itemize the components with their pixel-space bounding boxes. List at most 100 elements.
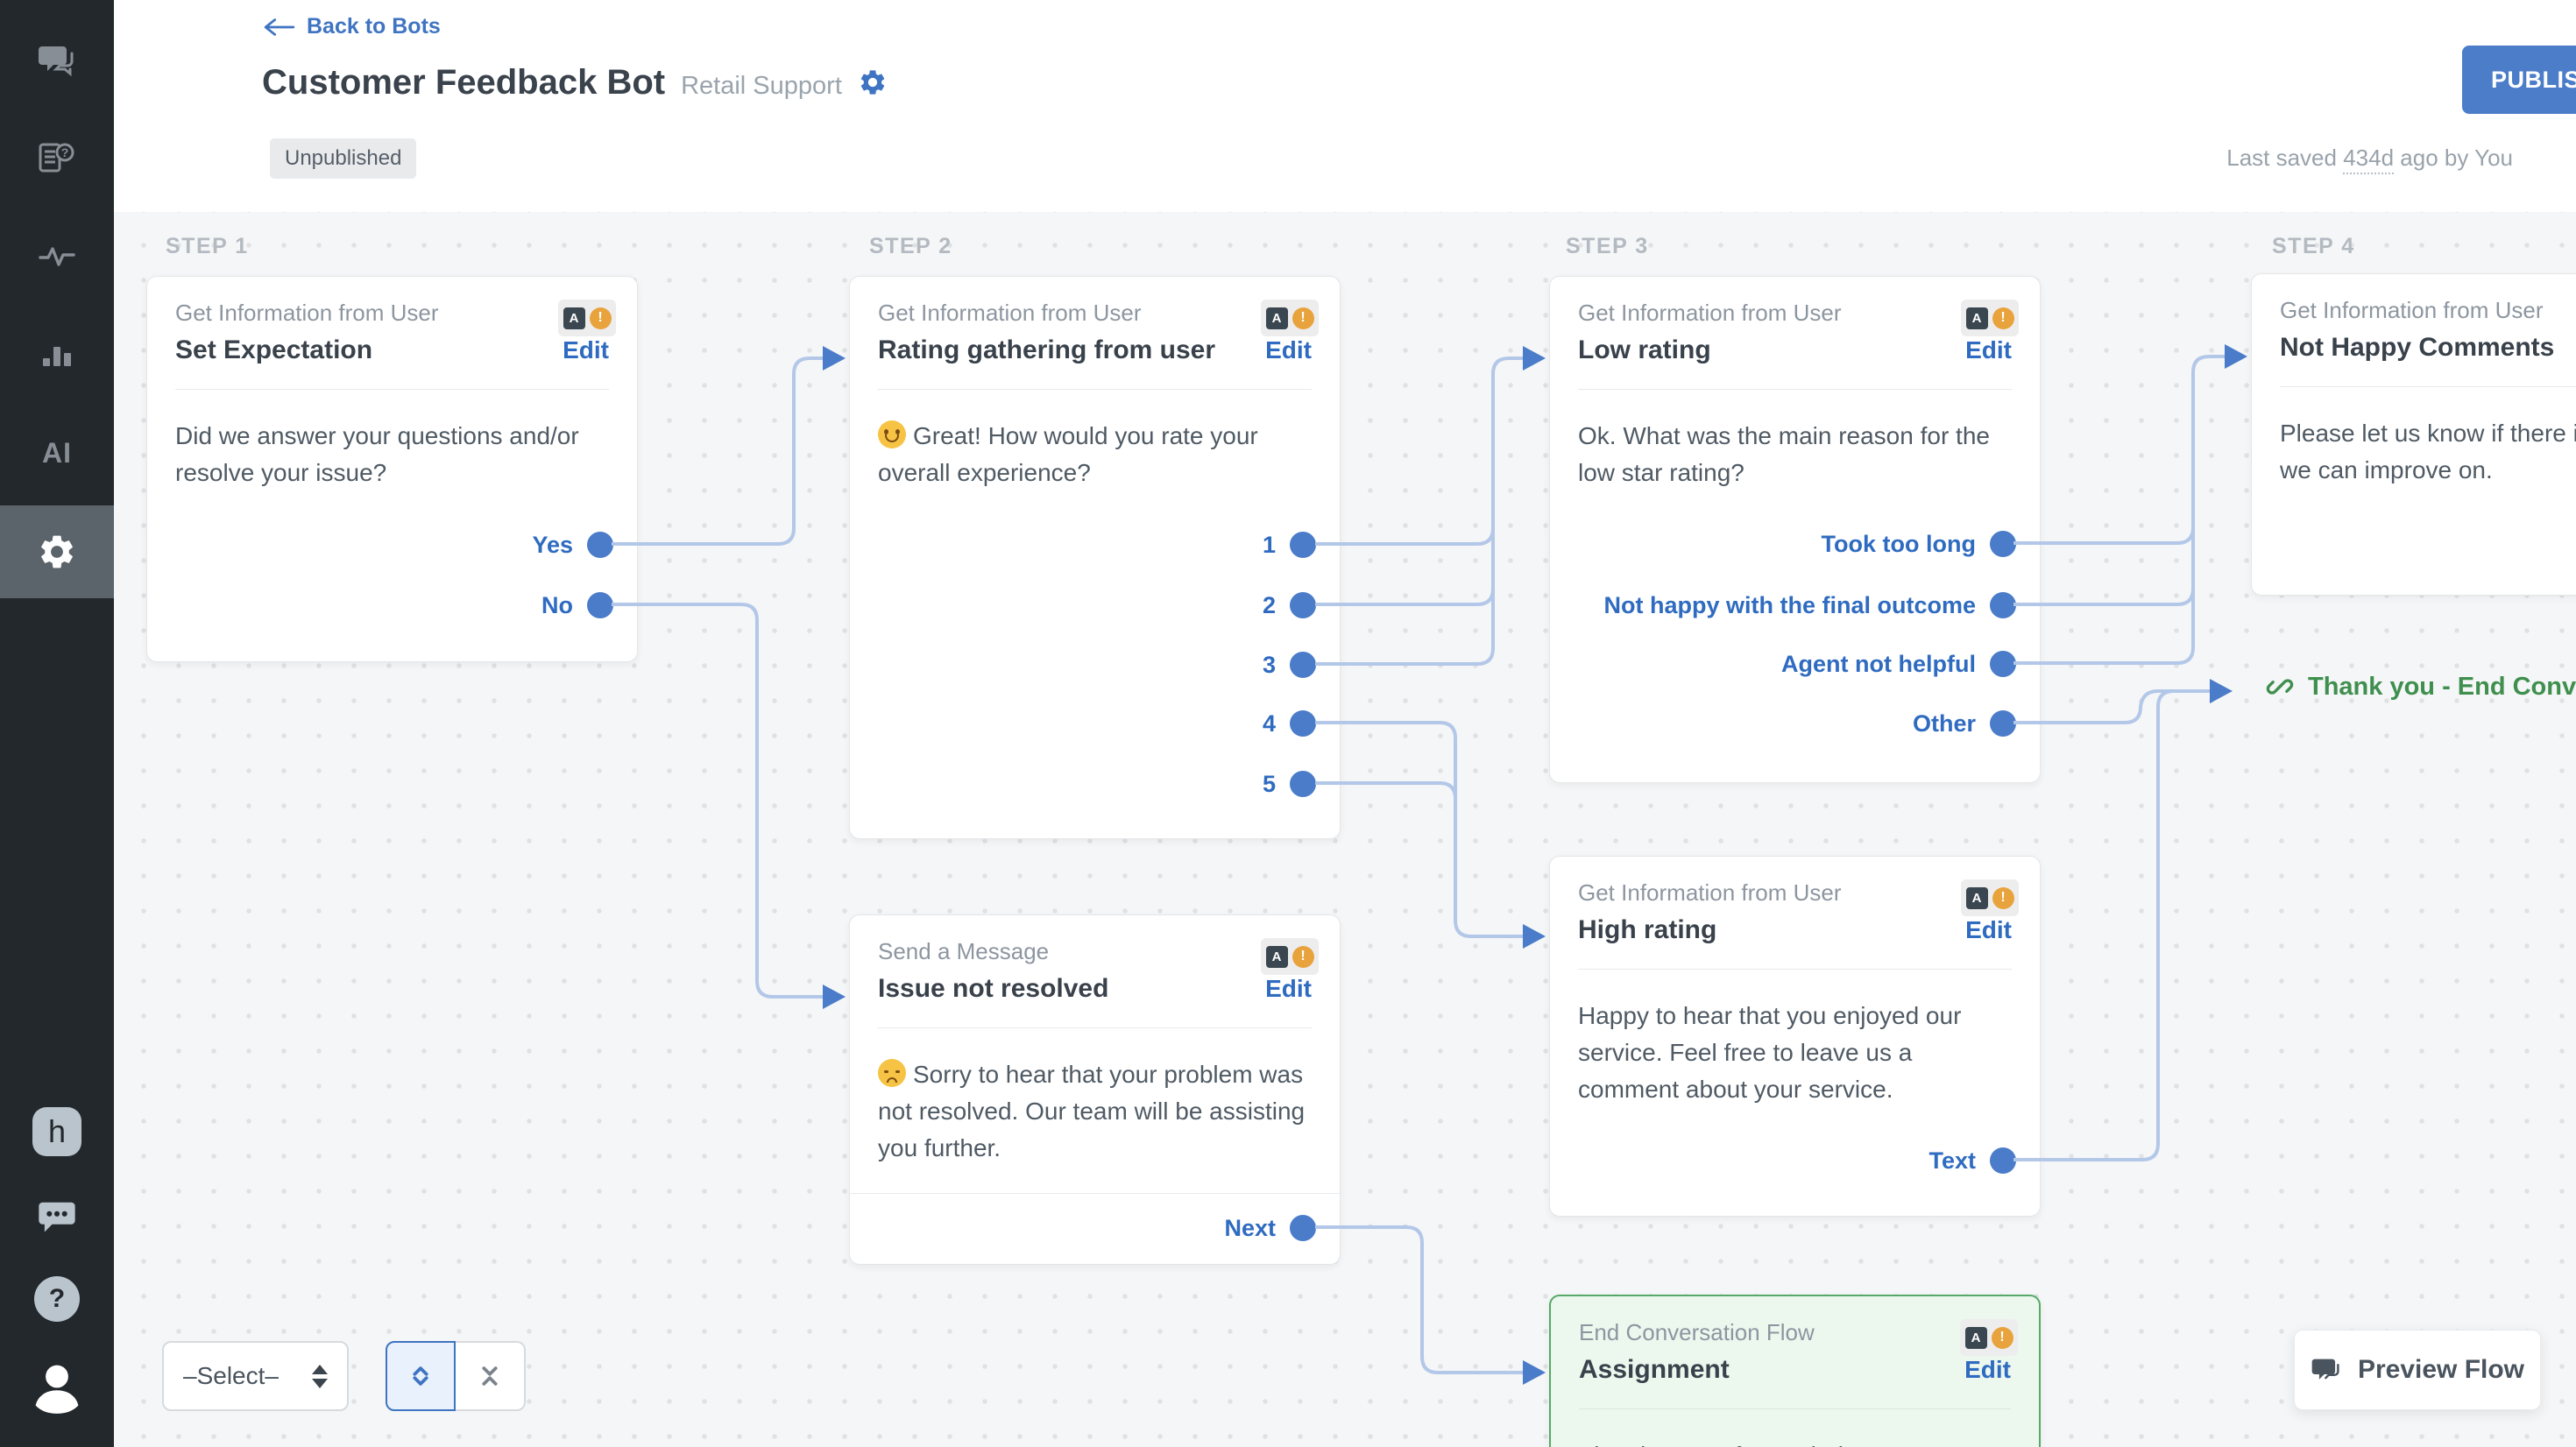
main-sidebar: ? AI h ? (0, 0, 114, 1447)
translate-icon: A (1265, 945, 1288, 968)
output-label: Other (1912, 709, 1976, 737)
output-port-3[interactable] (1290, 652, 1316, 678)
sidebar-item-conversations[interactable] (0, 13, 114, 106)
end-conversation-label: Thank you - End Conversation (2308, 672, 2576, 701)
divider (878, 1027, 1312, 1028)
link-icon (2266, 679, 2294, 695)
edit-button[interactable]: Edit (1265, 975, 1312, 1002)
divider (878, 389, 1312, 390)
card-title: Issue not resolved (878, 974, 1109, 1003)
sidebar-item-knowledge-base[interactable]: ? (0, 112, 114, 205)
output-port-took-too-long[interactable] (1990, 531, 2016, 557)
output-label: Yes (532, 531, 573, 558)
output-port-other[interactable] (1990, 710, 2016, 737)
step-2-label: STEP 2 (869, 234, 952, 258)
sidebar-item-ai[interactable]: AI (0, 406, 114, 499)
card-type-label: Get Information from User (1578, 879, 1842, 906)
sidebar-item-activity[interactable] (0, 210, 114, 303)
output-label: 1 (1262, 531, 1276, 558)
output-port-yes[interactable] (587, 532, 613, 558)
back-arrow-icon (264, 18, 295, 36)
helpcrunch-logo-icon: h (32, 1107, 81, 1156)
translate-icon: A (1965, 307, 1988, 329)
sidebar-item-reports[interactable] (0, 308, 114, 401)
preview-flow-label: Preview Flow (2357, 1355, 2525, 1384)
flow-card-issue-not-resolved: A ! Send a Message Issue not resolved Ed… (849, 914, 1341, 1265)
output-port-text[interactable] (1990, 1147, 2016, 1174)
output-port-no[interactable] (587, 592, 613, 618)
collapse-steps-button[interactable] (456, 1341, 526, 1411)
output-label: 2 (1262, 591, 1276, 618)
flow-card-low-rating: A ! Get Information from User Low rating… (1549, 276, 2041, 783)
edit-button[interactable]: Edit (1964, 1356, 2011, 1383)
sidebar-item-settings[interactable] (0, 505, 114, 598)
flow-card-high-rating: A ! Get Information from User High ratin… (1549, 856, 2041, 1217)
warning-icon: ! (1992, 886, 2014, 909)
divider (850, 1193, 1340, 1194)
last-saved-text: Last saved 434d ago by You (2226, 145, 2513, 174)
edit-button[interactable]: Edit (1965, 336, 2012, 364)
bar-chart-icon (43, 347, 71, 366)
card-body-text: Ok. What was the main reason for the low… (1578, 422, 1990, 486)
back-to-bots-link[interactable]: Back to Bots (263, 14, 441, 39)
sidebar-item-profile[interactable] (0, 1356, 114, 1417)
translate-icon: A (1964, 1326, 1987, 1349)
flow-card-not-happy-comments: Get Information from User Not Happy Comm… (2251, 273, 2576, 596)
card-type-label: Get Information from User (2280, 297, 2544, 323)
publish-button[interactable]: PUBLISH (2462, 46, 2576, 114)
end-conversation-link[interactable]: Thank you - End Conversation (2264, 671, 2576, 702)
output-port-4[interactable] (1290, 710, 1316, 737)
page-header: Back to Bots Customer Feedback Bot Retai… (114, 0, 2576, 212)
card-title: Low rating (1578, 335, 1711, 364)
divider (1578, 969, 2012, 970)
card-title: Rating gathering from user (878, 335, 1216, 364)
divider (2280, 386, 2576, 387)
output-label: 5 (1262, 770, 1276, 797)
translate-icon: A (1265, 307, 1288, 329)
warning-icon: ! (1992, 307, 2014, 329)
pulse-icon (39, 247, 75, 266)
card-status-badges: A ! (1961, 879, 2019, 916)
expand-steps-button[interactable] (386, 1341, 456, 1411)
output-port-next[interactable] (1290, 1215, 1316, 1241)
output-label: No (541, 591, 573, 618)
status-badge: Unpublished (270, 138, 417, 179)
step-4-label: STEP 4 (2272, 234, 2355, 258)
output-label: Agent not helpful (1781, 650, 1976, 677)
card-status-badges: A ! (1961, 300, 2019, 336)
output-port-2[interactable] (1290, 592, 1316, 618)
sidebar-item-chat-widget[interactable] (0, 1191, 114, 1240)
help-icon: ? (34, 1276, 80, 1322)
output-port-5[interactable] (1290, 771, 1316, 797)
sad-emoji (878, 1059, 906, 1087)
divider (175, 389, 609, 390)
translate-icon: A (1965, 886, 1988, 909)
warning-icon: ! (1991, 1326, 2013, 1349)
warning-icon: ! (589, 307, 612, 329)
edit-button[interactable]: Edit (563, 336, 609, 364)
card-status-badges: A ! (1960, 1319, 2018, 1356)
flow-select-dropdown[interactable]: –Select– (162, 1341, 349, 1411)
card-type-label: Get Information from User (1578, 300, 1842, 326)
bot-settings-gear-icon[interactable] (858, 67, 888, 102)
flow-card-set-expectation: A ! Get Information from User Set Expect… (146, 276, 638, 662)
preview-flow-button[interactable]: Preview Flow (2294, 1330, 2541, 1410)
chat-dots-icon (39, 1202, 75, 1232)
card-body-text: Happy to hear that you enjoyed our servi… (1578, 1002, 1962, 1103)
chat-icon (39, 46, 74, 77)
sidebar-item-helpcrunch-logo[interactable]: h (0, 1107, 114, 1156)
output-port-1[interactable] (1290, 532, 1316, 558)
sidebar-item-help[interactable]: ? (0, 1276, 114, 1322)
chat-bubble-icon (2311, 1359, 2339, 1380)
card-status-badges: A ! (558, 300, 616, 336)
output-port-not-happy-outcome[interactable] (1990, 592, 2016, 618)
smile-emoji (878, 420, 906, 448)
flow-card-assignment: A ! End Conversation Flow Assignment Edi… (1549, 1295, 2041, 1447)
edit-button[interactable]: Edit (1965, 916, 2012, 943)
card-type-label: Send a Message (878, 938, 1050, 964)
output-label: Text (1928, 1147, 1976, 1174)
edit-button[interactable]: Edit (1265, 336, 1312, 364)
translate-icon: A (563, 307, 585, 329)
output-port-agent-not-helpful[interactable] (1990, 651, 2016, 677)
